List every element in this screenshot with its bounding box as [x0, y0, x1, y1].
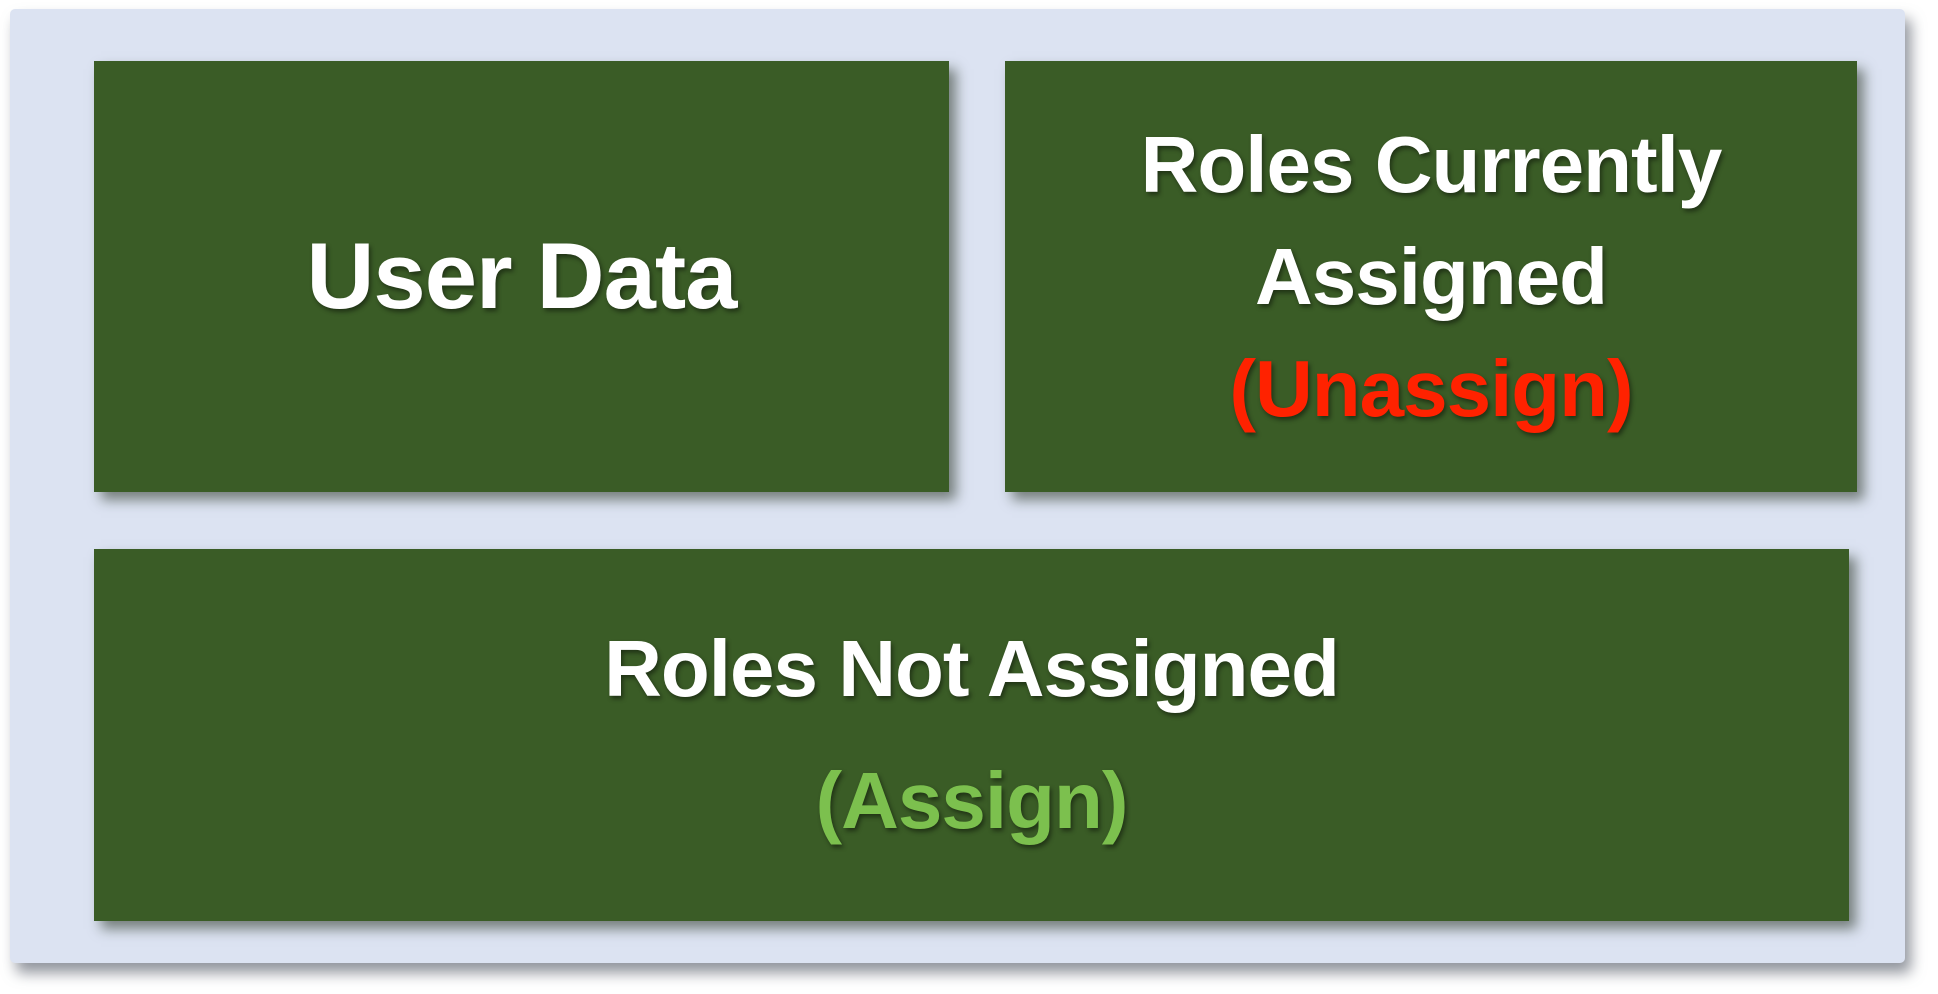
roles-not-assigned-box: Roles Not Assigned (Assign)	[94, 549, 1849, 921]
roles-currently-assigned-box: Roles Currently Assigned (Unassign)	[1005, 61, 1857, 492]
user-data-label: User Data	[306, 223, 738, 329]
roles-currently-assigned-label-line2: Assigned	[1254, 231, 1608, 321]
assign-action-label: (Assign)	[815, 756, 1129, 845]
roles-not-assigned-label: Roles Not Assigned	[604, 624, 1340, 713]
user-data-box: User Data	[94, 61, 949, 492]
unassign-action-label: (Unassign)	[1229, 343, 1633, 433]
diagram-panel: User Data Roles Currently Assigned (Unas…	[10, 9, 1905, 963]
roles-currently-assigned-label-line1: Roles Currently	[1140, 119, 1723, 209]
